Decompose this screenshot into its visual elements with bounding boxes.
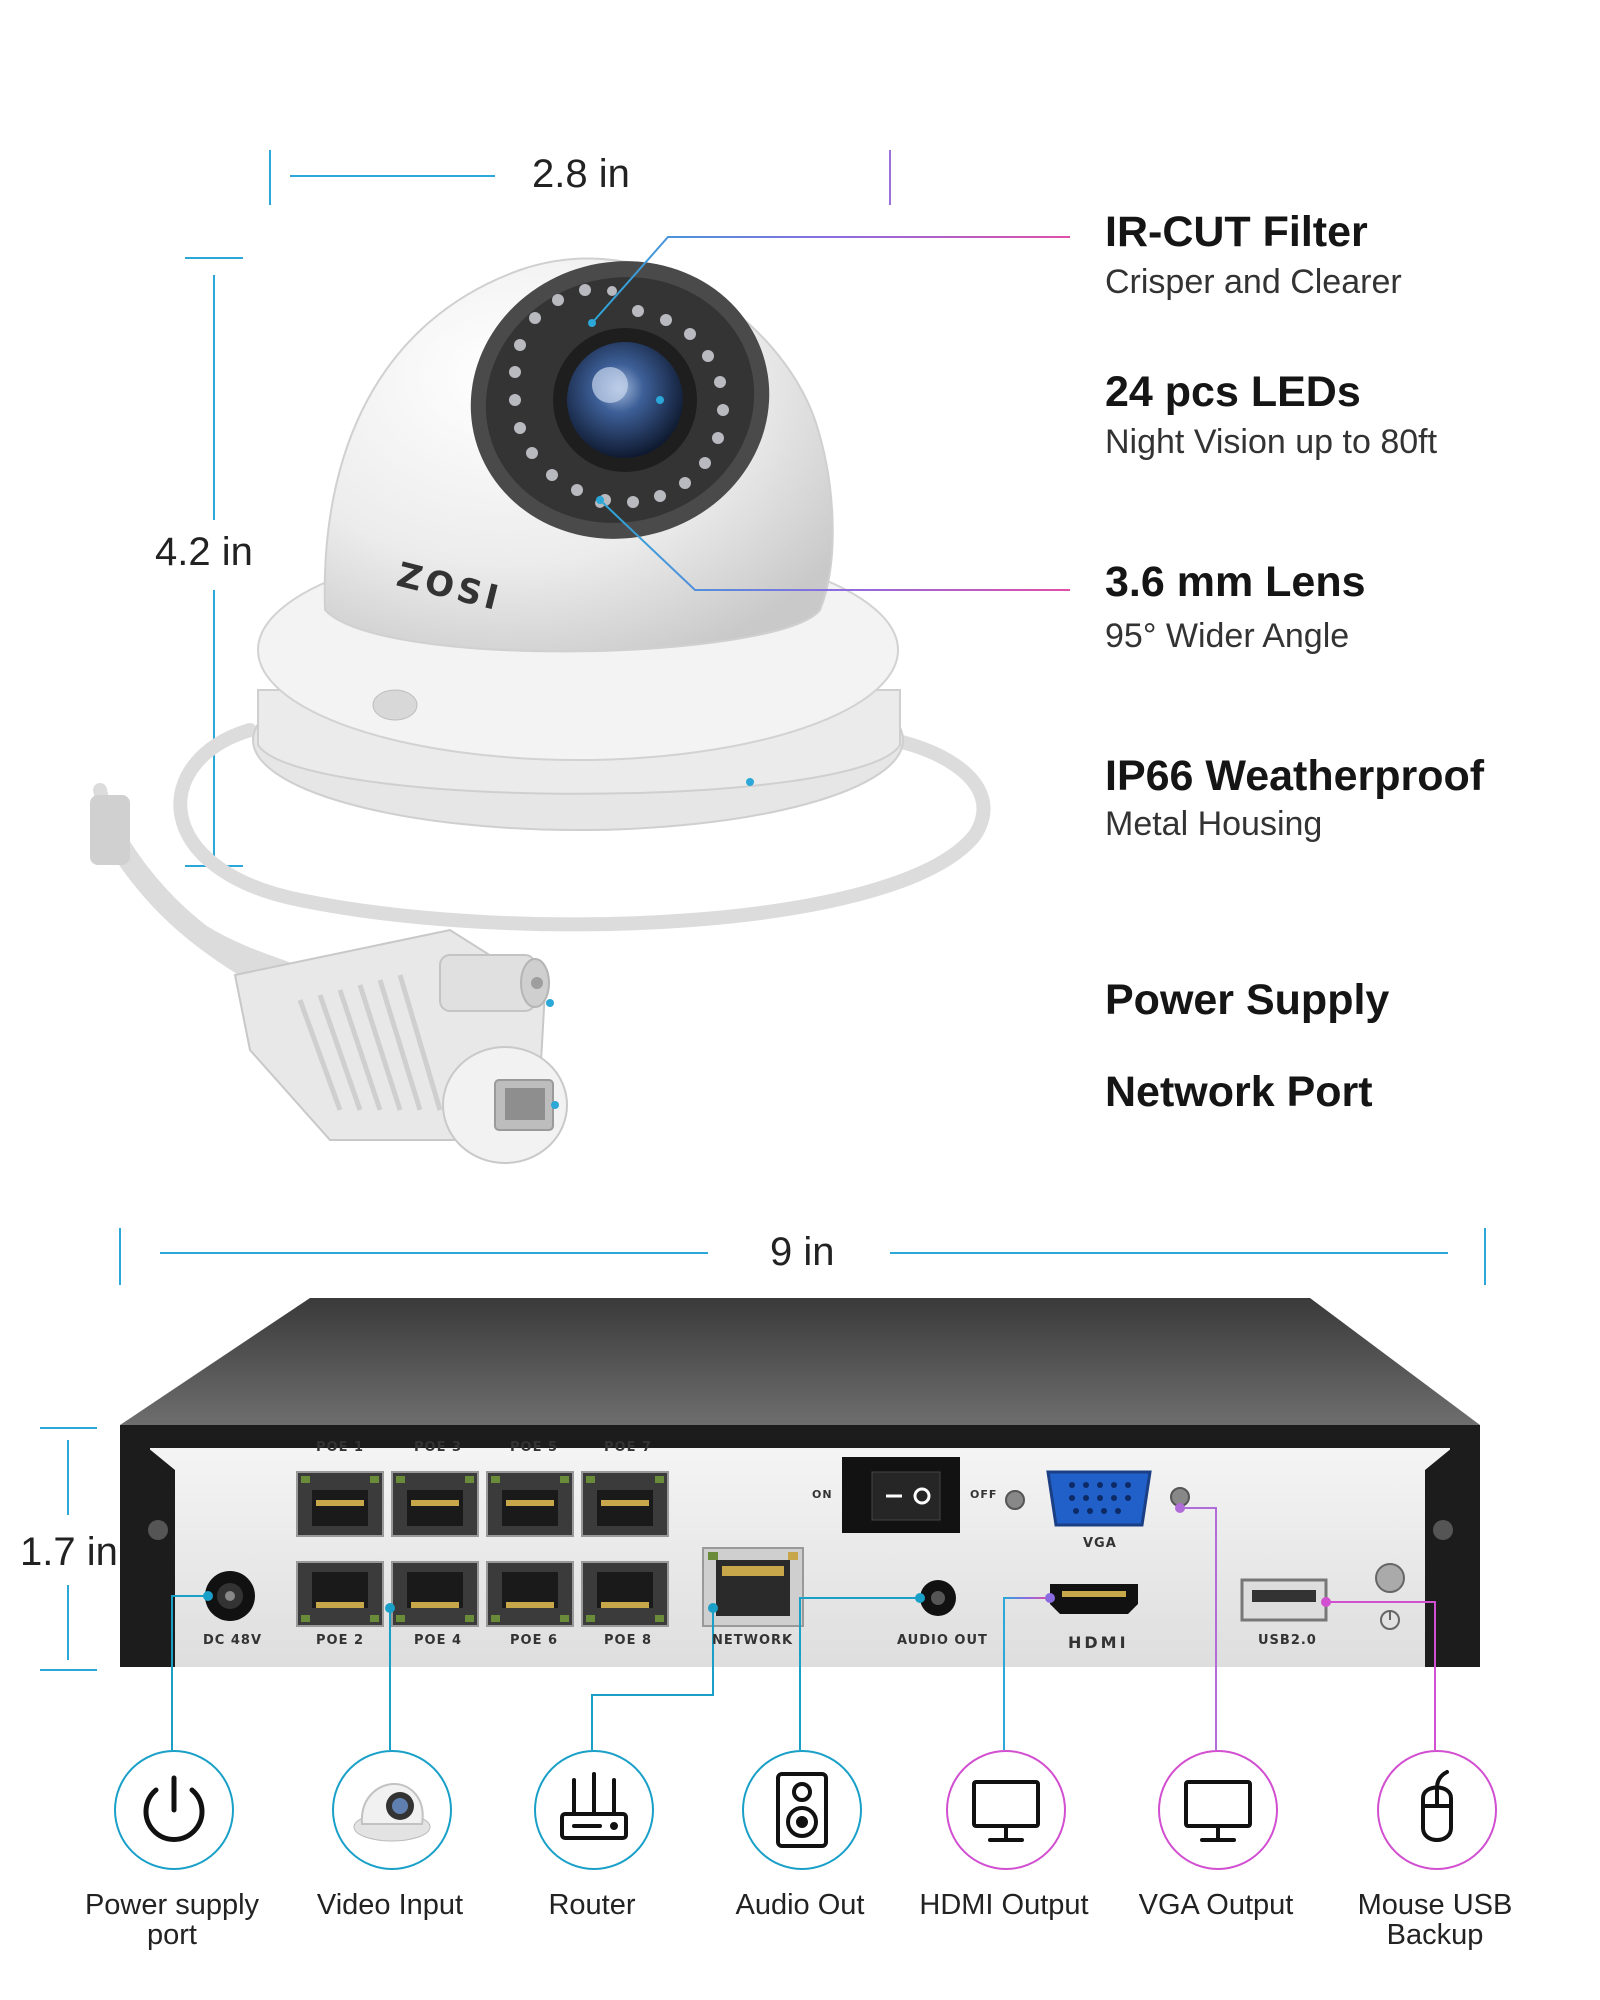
- vga-label: VGA: [1083, 1536, 1117, 1551]
- feature-subtitle: 95° Wider Angle: [1105, 617, 1350, 655]
- switch-off-label: OFF: [970, 1488, 998, 1501]
- caption-hdmi-output: HDMI Output: [919, 1889, 1089, 1921]
- caption-router: Router: [548, 1889, 636, 1921]
- feature-title: IP66 Weatherproof: [1105, 752, 1485, 800]
- feature-network-port: Network Port: [1105, 1068, 1373, 1116]
- feature-subtitle: Crisper and Clearer: [1105, 263, 1402, 301]
- feature-subtitle: Night Vision up to 80ft: [1105, 423, 1438, 461]
- feature-subtitle: Metal Housing: [1105, 805, 1323, 843]
- port-video-input: [332, 1750, 452, 1870]
- cable-splitter: [90, 795, 130, 865]
- audio-out-label: AUDIO OUT: [897, 1633, 988, 1648]
- mouse-icon: [1421, 1770, 1453, 1842]
- feature-title: IR-CUT Filter: [1105, 208, 1368, 256]
- camera-width-label: 2.8 in: [532, 152, 630, 196]
- speaker-icon: [776, 1772, 828, 1848]
- dc-label: DC 48V: [203, 1633, 263, 1648]
- caption-audio-out: Audio Out: [735, 1889, 865, 1921]
- poe-label: POE 4: [414, 1633, 463, 1648]
- caption-power-supply: Power supply port: [84, 1889, 260, 1951]
- camera-width-dimension: [269, 150, 891, 205]
- port-vga-output: [1158, 1750, 1278, 1870]
- port-power-supply: [114, 1750, 234, 1870]
- poe-label: POE 2: [316, 1633, 365, 1648]
- caption-vga-output: VGA Output: [1138, 1889, 1294, 1921]
- nvr-height-label: 1.7 in: [20, 1530, 118, 1574]
- nvr-width-label: 9 in: [770, 1230, 835, 1274]
- camera-icon: [353, 1782, 431, 1842]
- nvr-width-dimension: [119, 1228, 1486, 1285]
- feature-power-supply: Power Supply: [1105, 976, 1390, 1024]
- network-label: NETWORK: [712, 1633, 794, 1648]
- poe-label: POE 5: [510, 1440, 559, 1455]
- camera-connectors: [233, 928, 568, 1164]
- nvr-recorder: [120, 1298, 1480, 1667]
- port-router: [534, 1750, 654, 1870]
- caption-video-input: Video Input: [316, 1889, 464, 1921]
- caption-mouse-usb: Mouse USB Backup: [1357, 1889, 1513, 1951]
- camera-height-label: 4.2 in: [155, 530, 253, 574]
- router-icon: [560, 1772, 628, 1840]
- feature-lens: 3.6 mm Lens 95° Wider Angle: [1105, 558, 1366, 656]
- power-icon: [143, 1775, 205, 1842]
- feature-leds: 24 pcs LEDs Night Vision up to 80ft: [1105, 368, 1437, 462]
- hdmi-label: HDMI: [1068, 1633, 1129, 1652]
- port-mouse-usb: [1377, 1750, 1497, 1870]
- camera-callout-lines: [546, 236, 1070, 1109]
- poe-label: POE 7: [604, 1440, 653, 1455]
- poe-label: POE 3: [414, 1440, 463, 1455]
- switch-on-label: ON: [812, 1488, 833, 1501]
- poe-label: POE 1: [316, 1440, 365, 1455]
- monitor-icon: [972, 1780, 1040, 1842]
- feature-title: 3.6 mm Lens: [1105, 558, 1366, 606]
- feature-weatherproof: IP66 Weatherproof Metal Housing: [1105, 752, 1484, 844]
- port-hdmi-output: [946, 1750, 1066, 1870]
- port-audio-out: [742, 1750, 862, 1870]
- nvr-connector-lines: [171, 1503, 1436, 1750]
- feature-ir-cut: IR-CUT Filter Crisper and Clearer: [1105, 208, 1402, 302]
- feature-title: 24 pcs LEDs: [1105, 368, 1361, 416]
- nvr-height-dimension: [40, 1427, 97, 1671]
- usb-label: USB2.0: [1258, 1633, 1317, 1648]
- poe-label: POE 8: [604, 1633, 653, 1648]
- dome-camera: ZOSI: [252, 257, 904, 831]
- poe-label: POE 6: [510, 1633, 559, 1648]
- monitor-icon: [1184, 1780, 1252, 1842]
